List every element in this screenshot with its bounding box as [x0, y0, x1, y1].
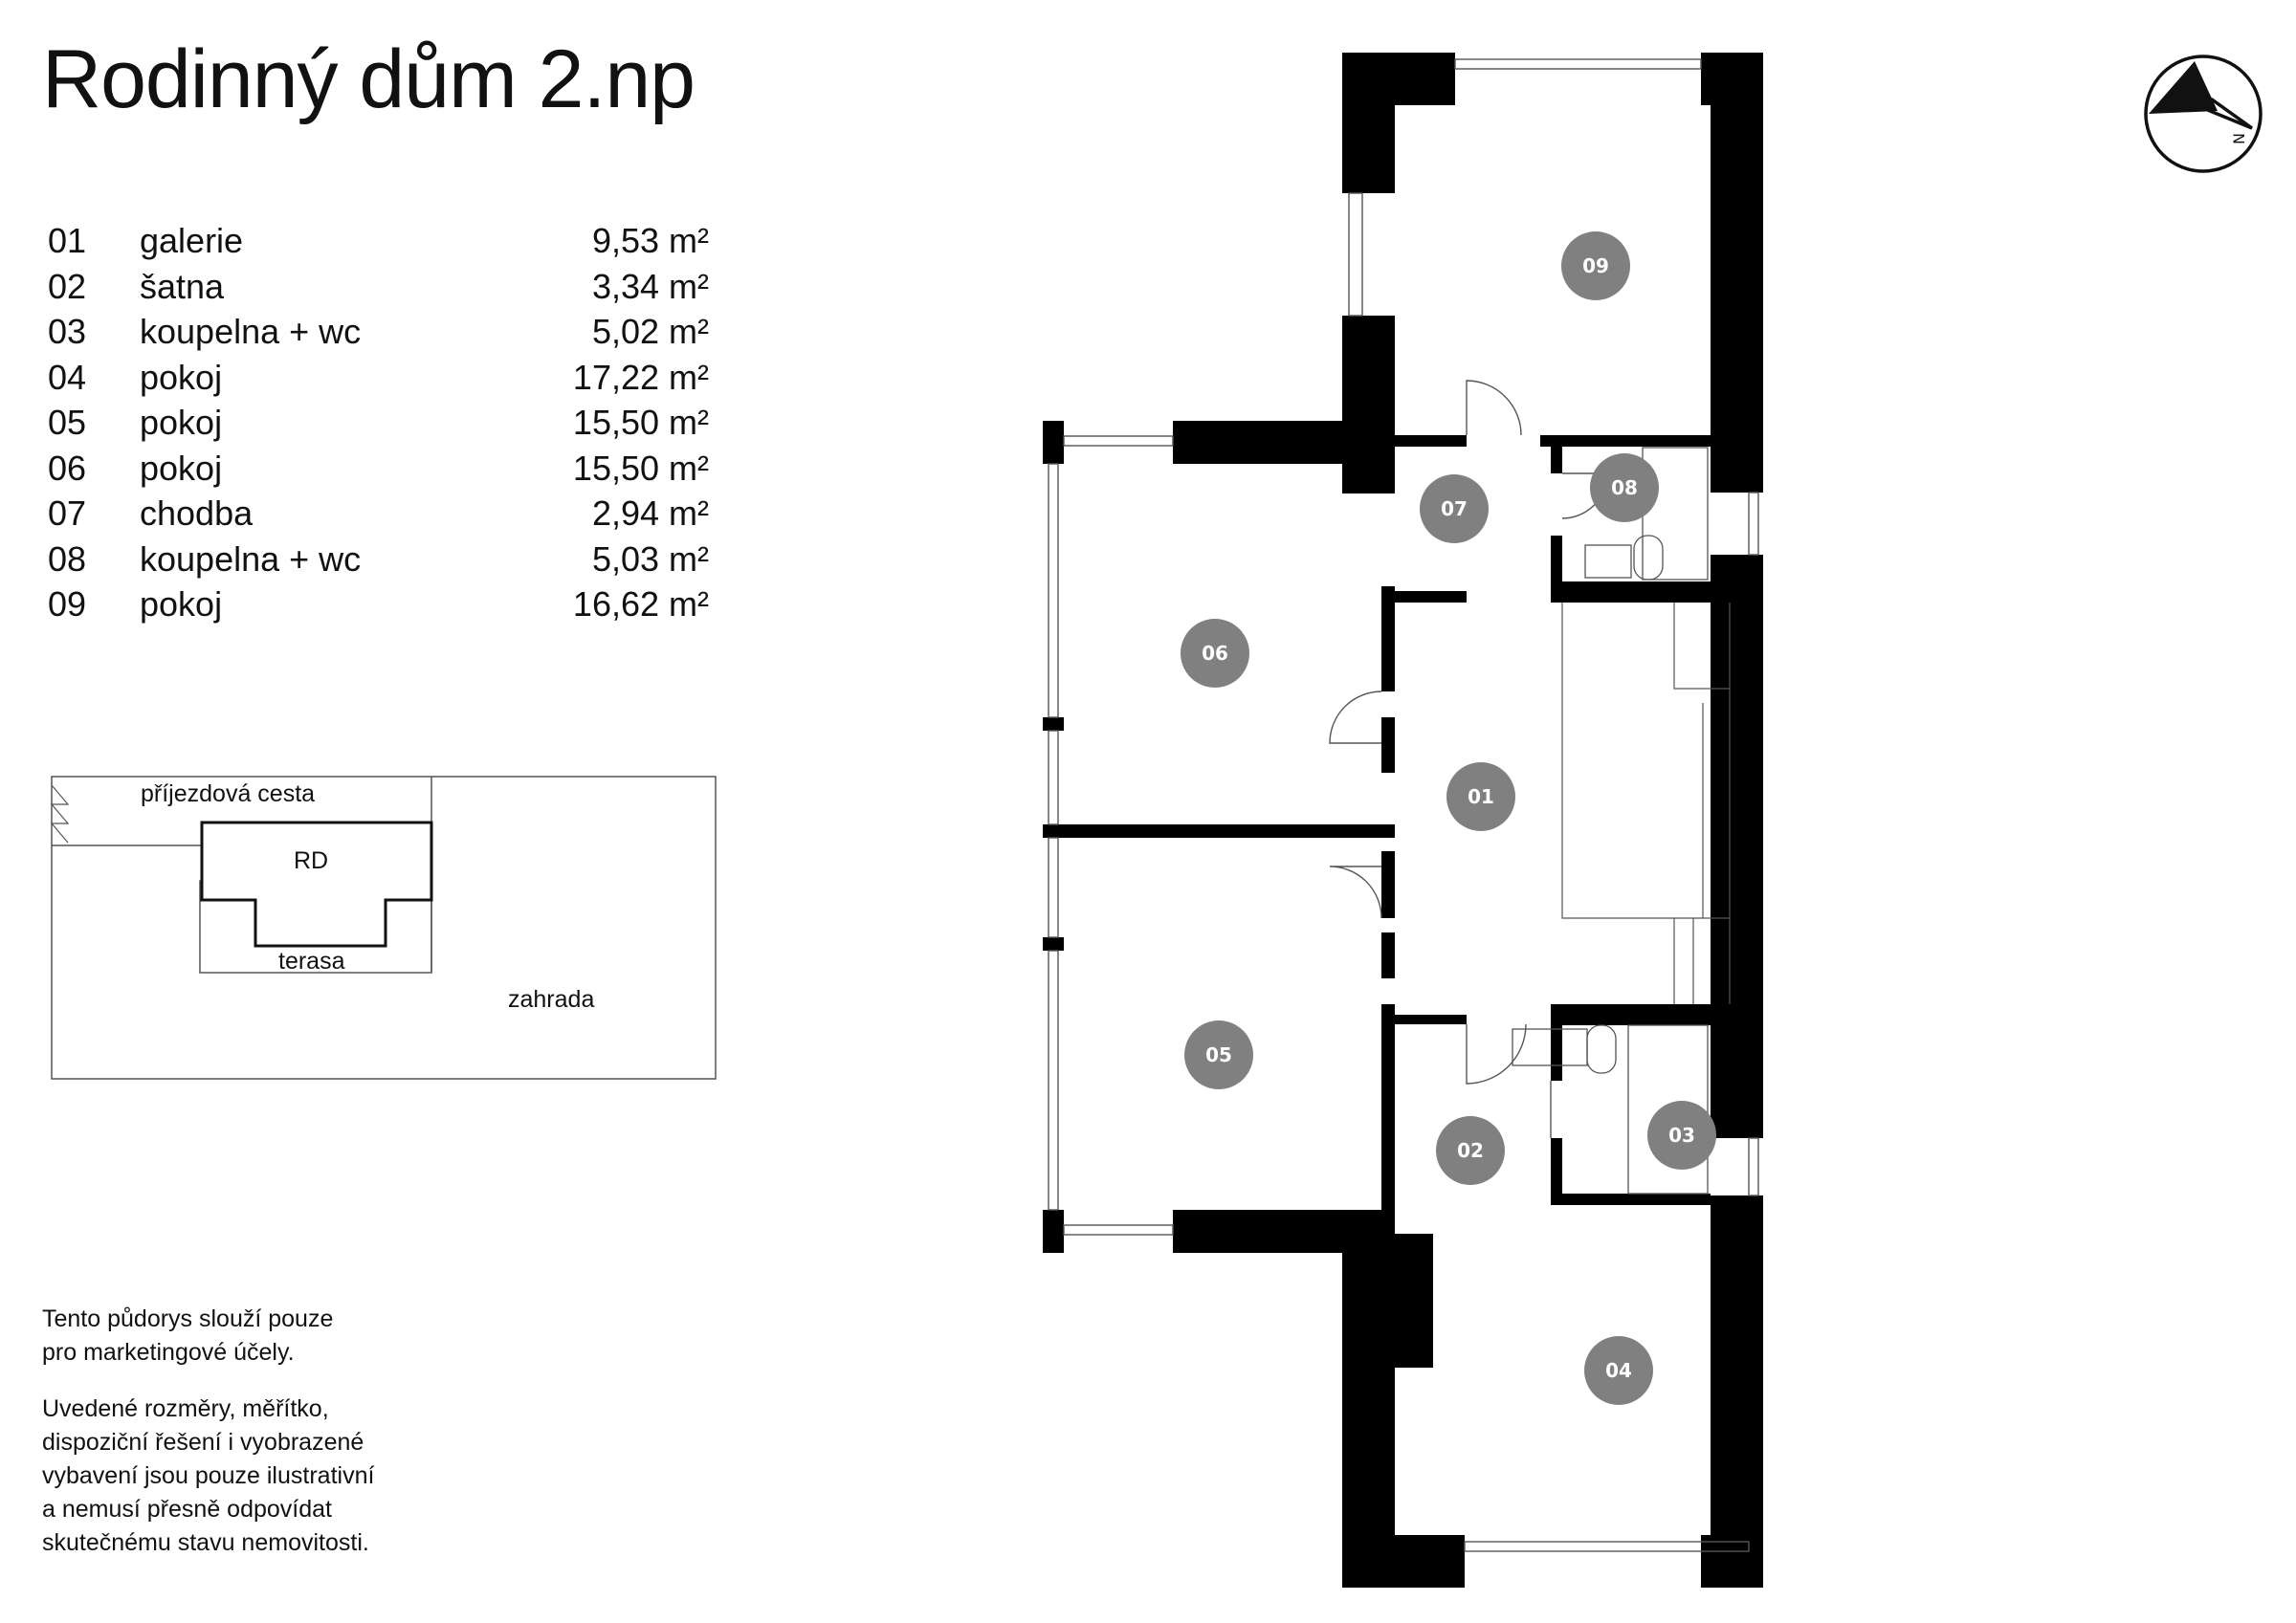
room-number: 02 [48, 266, 87, 306]
room-name: koupelna + wc [140, 538, 362, 579]
room-row-04: 04 pokoj 17,22 m² [48, 355, 718, 401]
room-tag: 09 [1561, 231, 1630, 300]
room-row-07: 07 chodba 2,94 m² [48, 491, 718, 537]
room-row-06: 06 pokoj 15,50 m² [48, 446, 718, 492]
room-row-01: 01 galerie 9,53 m² [48, 218, 718, 264]
sanitary-fixtures [1512, 447, 1709, 1195]
disclaimer-paragraph: Uvedené rozměry, měřítko, dispoziční řeš… [42, 1395, 375, 1556]
room-area: 9,53 m² [591, 221, 709, 260]
windows [1048, 58, 1759, 1552]
room-number: 07 [48, 493, 87, 533]
room-area: 5,02 m² [591, 312, 709, 351]
floor-plan-drawing [1043, 53, 1763, 1588]
svg-text:N: N [2230, 133, 2248, 144]
room-row-08: 08 koupelna + wc 5,03 m² [48, 537, 718, 582]
room-area: 3,34 m² [591, 266, 709, 306]
room-area: 17,22 m² [572, 357, 709, 397]
room-number: 09 [48, 584, 87, 624]
room-row-03: 03 koupelna + wc 5,02 m² [48, 309, 718, 355]
room-tag: 02 [1436, 1116, 1505, 1185]
room-row-05: 05 pokoj 15,50 m² [48, 400, 718, 446]
room-name: galerie [140, 221, 244, 260]
room-area: 15,50 m² [572, 403, 709, 442]
room-tag: 05 [1184, 1020, 1253, 1089]
room-tag: 06 [1181, 619, 1249, 688]
site-label-road: příjezdová cesta [141, 780, 316, 807]
room-name: pokoj [140, 357, 223, 397]
disclaimer: Tento půdorys slouží pouze pro marketing… [42, 1303, 444, 1583]
room-number: 03 [48, 312, 87, 351]
room-tag: 01 [1446, 762, 1515, 831]
disclaimer-paragraph: Tento půdorys slouží pouze pro marketing… [42, 1305, 334, 1366]
site-label-terrace: terasa [278, 948, 345, 975]
room-schedule: 01 galerie 9,53 m² 02 šatna 3,34 m² 03 koupel… [48, 218, 718, 627]
room-area: 15,50 m² [572, 448, 709, 488]
room-number: 05 [48, 403, 87, 442]
north-arrow-icon: N [2141, 52, 2265, 176]
floor-plan: 09 07 08 06 01 05 02 03 04 [1043, 48, 1885, 1588]
page-title: Rodinný dům 2.np [42, 33, 695, 125]
site-plan-drawing [51, 776, 717, 1080]
room-tag: 03 [1647, 1101, 1716, 1170]
room-area: 16,62 m² [572, 584, 709, 624]
room-name: pokoj [140, 403, 223, 442]
room-row-02: 02 šatna 3,34 m² [48, 264, 718, 310]
room-tag: 08 [1590, 453, 1659, 522]
walls [1043, 53, 1763, 1588]
room-area: 2,94 m² [591, 493, 709, 533]
room-tag: 04 [1584, 1336, 1653, 1405]
room-number: 06 [48, 448, 87, 488]
room-tag: 07 [1420, 474, 1489, 543]
room-name: chodba [140, 493, 254, 533]
room-name: pokoj [140, 584, 223, 624]
room-number: 08 [48, 538, 87, 579]
room-name: pokoj [140, 448, 223, 488]
room-name: koupelna + wc [140, 312, 362, 351]
stairs [1561, 603, 1731, 1004]
room-row-09: 09 pokoj 16,62 m² [48, 581, 718, 627]
site-label-garden: zahrada [508, 986, 595, 1013]
site-plan: příjezdová cesta RD terasa zahrada [51, 776, 717, 1080]
room-name: šatna [140, 266, 225, 306]
room-number: 01 [48, 221, 87, 260]
room-area: 5,03 m² [591, 538, 709, 579]
site-label-house: RD [294, 847, 329, 874]
room-number: 04 [48, 357, 87, 397]
